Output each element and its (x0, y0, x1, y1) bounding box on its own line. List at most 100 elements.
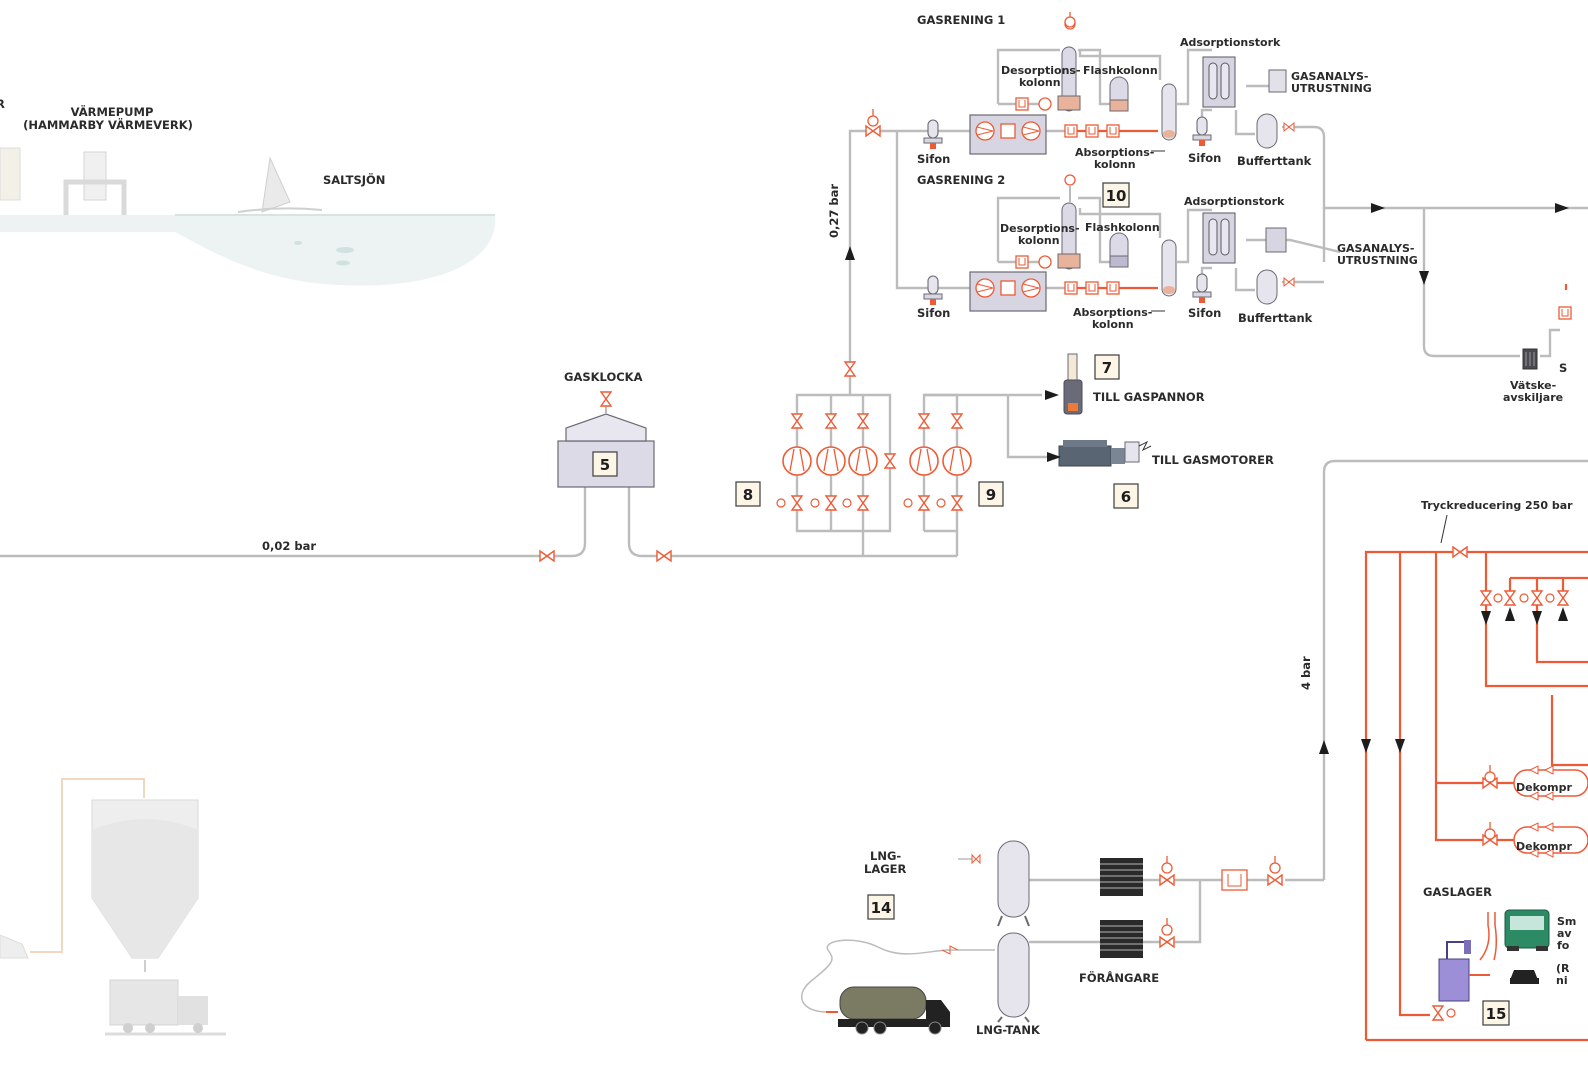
gasanalys-box-1[interactable] (1268, 69, 1287, 93)
bufferttank-2[interactable] (1256, 269, 1278, 305)
valve-icon[interactable] (971, 853, 981, 865)
heat-exchanger-icon (1064, 124, 1078, 138)
check-valve-icon (1493, 593, 1503, 603)
flow-arrow-icon (1532, 611, 1542, 625)
heat-exchanger-icon (1558, 306, 1572, 320)
number-box-6 (1113, 483, 1139, 509)
check-valve-icon (903, 498, 913, 508)
absorption-1-label-a: Absorptions- (1075, 146, 1154, 159)
vatskeavskiljare[interactable] (1522, 348, 1538, 370)
pressure-gauge-icon (1161, 917, 1173, 936)
saltsjon-scene (0, 156, 496, 286)
compressor-icon[interactable] (909, 446, 939, 476)
valve-icon[interactable] (918, 413, 930, 429)
absorption-column-2[interactable] (1161, 239, 1177, 297)
valve-icon[interactable] (791, 413, 803, 429)
gasanalys-box-2[interactable] (1265, 227, 1287, 253)
valve-icon[interactable] (918, 495, 930, 511)
valve-icon[interactable] (1557, 590, 1569, 606)
valve-icon[interactable] (791, 495, 803, 511)
car-icon (1510, 970, 1539, 984)
check-valve-icon (936, 498, 946, 508)
varmepump-label-2: (HAMMARBY VÄRMEVERK) (23, 117, 193, 132)
desorption-column-2[interactable] (1057, 202, 1081, 270)
valve-icon[interactable] (865, 125, 881, 137)
valve-icon[interactable] (1283, 121, 1295, 133)
valve-icon[interactable] (857, 495, 869, 511)
gasklocka-label: GASKLOCKA (564, 370, 643, 384)
valve-icon[interactable] (1452, 546, 1468, 558)
gasanalys-2-label-a: GASANALYS- (1337, 242, 1414, 255)
check-valve-icon (1519, 593, 1529, 603)
four-bar-pipeline (1285, 459, 1588, 882)
valve-icon[interactable] (951, 495, 963, 511)
valve-icon[interactable] (1504, 590, 1516, 606)
valve-icon[interactable] (884, 453, 896, 469)
valve-icon[interactable] (1283, 276, 1295, 288)
gasanalys-1-label-a: GASANALYS- (1291, 70, 1368, 83)
adsorption-dryer-2[interactable] (1202, 212, 1236, 264)
valve-icon[interactable] (825, 413, 837, 429)
absorption-column-1[interactable] (1161, 83, 1177, 141)
desorption-column-1[interactable] (1057, 46, 1081, 112)
compressor-icon[interactable] (942, 446, 972, 476)
sifon-label-2: Sifon (1188, 151, 1221, 165)
flow-arrow-icon (1395, 739, 1405, 753)
valve-icon[interactable] (1159, 936, 1175, 948)
dekompressor-1[interactable] (1482, 764, 1588, 801)
bufferttank-1[interactable] (1256, 113, 1278, 149)
valve-icon[interactable] (656, 550, 672, 562)
leader-line (1440, 514, 1448, 544)
adsorption-dryer-1[interactable] (1202, 56, 1236, 108)
dekompressor-2[interactable] (1482, 821, 1588, 858)
gaslager-dispenser[interactable] (1438, 912, 1498, 1002)
lng-tank-lower[interactable] (997, 932, 1030, 1023)
flow-arrow-icon (1555, 203, 1569, 213)
compressor-unit-2[interactable] (969, 271, 1047, 312)
check-valve-icon (1545, 593, 1555, 603)
forangare-lower[interactable] (1100, 920, 1143, 958)
vatske-label-a: Vätske- (1510, 379, 1556, 392)
pressure-gauge-icon (1161, 855, 1173, 874)
valve-icon[interactable] (600, 391, 612, 407)
saltsjon-label: SALTSJÖN (323, 172, 385, 187)
valve-icon[interactable] (825, 495, 837, 511)
compressor-icon[interactable] (782, 446, 812, 476)
flow-arrow-icon (1361, 739, 1371, 753)
valve-icon[interactable] (1267, 874, 1283, 886)
valve-icon[interactable] (1531, 590, 1543, 606)
bufferttank-2-label: Bufferttank (1238, 311, 1313, 325)
lng-lager-label-b: LAGER (864, 862, 907, 876)
edge-label-sm2: av (1557, 927, 1572, 940)
pump-icon (1038, 255, 1052, 269)
compressor-icon[interactable] (816, 446, 846, 476)
valve-icon[interactable] (1159, 874, 1175, 886)
varmepump-label-1: VÄRMEPUMP (71, 104, 154, 119)
gaspanna-boiler[interactable] (1063, 353, 1083, 415)
valve-icon[interactable] (857, 413, 869, 429)
edge-label-rn1: (R (1556, 962, 1570, 975)
lng-tank-upper[interactable] (997, 840, 1030, 927)
sifon-label-3: Sifon (917, 306, 950, 320)
number-6: 6 (1121, 488, 1131, 506)
valve-icon[interactable] (844, 361, 856, 377)
gaslager-label: GASLAGER (1423, 885, 1492, 899)
flashkolonn-1[interactable] (1109, 76, 1129, 112)
gasmotor-engine[interactable] (1058, 440, 1152, 467)
desorption-2-label-b: kolonn (1018, 234, 1060, 247)
gasrening-1-label: GASRENING 1 (917, 13, 1005, 27)
compressor-unit-1[interactable] (969, 114, 1047, 155)
valve-icon[interactable] (539, 550, 555, 562)
flashkolonn-2[interactable] (1109, 232, 1129, 268)
valve-icon[interactable] (951, 413, 963, 429)
low-pressure-pipeline (0, 487, 959, 558)
heat-exchanger-icon (1015, 255, 1029, 269)
valve-icon[interactable] (1480, 590, 1492, 606)
valve-icon[interactable] (1432, 1005, 1444, 1021)
forangare-upper[interactable] (1100, 858, 1143, 896)
number-7: 7 (1102, 359, 1112, 377)
lng-truck[interactable] (801, 939, 995, 1035)
number-14: 14 (871, 899, 892, 917)
compressor-icon[interactable] (848, 446, 878, 476)
